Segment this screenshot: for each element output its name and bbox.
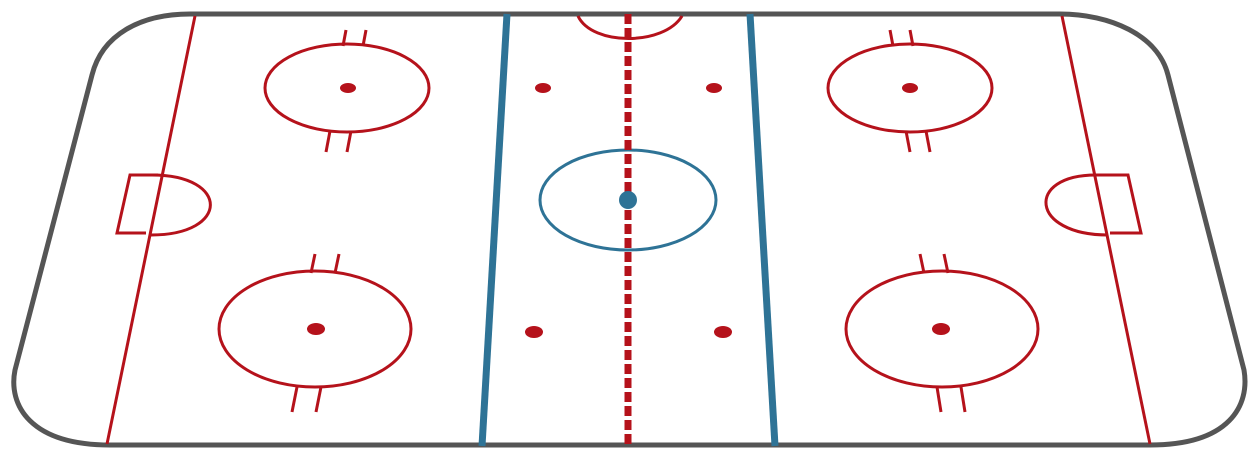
goal-net-right — [1096, 173, 1143, 235]
goal-crease-right — [1044, 173, 1109, 237]
goal-crease-left — [150, 173, 212, 237]
faceoff-circle-top-right — [826, 29, 994, 153]
center-faceoff-dot — [619, 191, 637, 209]
neutral-zone-faceoff-dot — [706, 83, 722, 93]
neutral-zone-faceoff-dot — [525, 326, 543, 338]
goal-right — [1044, 173, 1143, 237]
faceoff-circle-top-left — [263, 29, 431, 153]
faceoff-dot — [902, 83, 918, 93]
referee-crease — [576, 15, 684, 40]
goal-left — [115, 173, 212, 237]
goal-line-right — [1060, 15, 1152, 445]
goal-line-left — [105, 15, 197, 445]
goal-net-left — [115, 173, 158, 235]
faceoff-circle-bottom-left — [217, 253, 413, 413]
neutral-zone-faceoff-dot — [714, 326, 732, 338]
faceoff-dot — [307, 323, 325, 335]
neutral-zone-faceoff-dot — [535, 83, 551, 93]
faceoff-dot — [932, 323, 950, 335]
blue-line-right — [746, 13, 779, 447]
faceoff-circle-bottom-right — [844, 253, 1040, 413]
blue-line-left — [478, 13, 511, 447]
faceoff-dot — [340, 83, 356, 93]
